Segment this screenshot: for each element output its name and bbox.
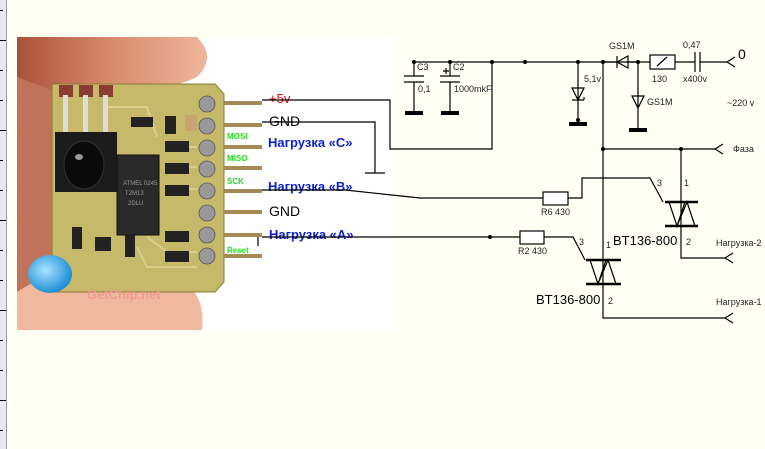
isp-label-mosi: MOSI [227,132,248,141]
ruler-tick [0,70,3,71]
diode-gs1m-shunt [631,62,645,128]
pin-label-power: +5v [269,91,291,106]
wire-5v [262,62,493,150]
ruler-tick [0,280,3,281]
c3-value: 0,1 [418,84,431,94]
zener-value: 5,1v [584,74,602,84]
wire-r6-gate [568,177,664,203]
terminal-zero-label: 0 [738,46,746,62]
capacitor-c3 [404,62,424,112]
ruler-tick [0,130,6,131]
finger-top [17,37,207,97]
ruler-tick [0,400,6,401]
triac-1-part: BT136-800 [536,292,601,307]
watermark: GetChip.net [87,287,161,302]
ruler-tick [0,220,6,221]
blue-led [28,255,72,293]
wire-r2-gate [544,236,586,261]
pin-label-gnd-2: GND [269,203,301,219]
pin-label-load-c: Нагрузка «C» [268,135,353,150]
r2-value: 430 [532,246,548,256]
phase-label: Фаза [733,144,754,154]
thumb-left [17,77,57,307]
c2-value: 1000mkF [454,84,492,94]
r6-ref: R6 [541,207,553,217]
diode-2-ref: GS1M [647,97,673,107]
ruler-tick [0,340,3,341]
terminal-phase [713,143,724,155]
resistor-r2 [519,230,545,245]
resistor-130 [649,54,676,70]
smd-resistors [72,116,189,262]
triac-1-symbol [589,258,617,286]
pcb-photo: ATMEL 0245 T2M13 2DLU [17,37,393,330]
triac-2-pin-1: 1 [684,178,690,188]
mains-voltage-label: ~220 v [727,98,755,108]
cap-047-rating: x400v [683,74,708,84]
ruler-tick [0,10,3,11]
capacitor-047 [675,52,727,72]
header-pins [224,101,262,258]
triac-2-pin-2: 2 [686,237,692,247]
r6-value: 430 [555,207,571,217]
ruler-tick [0,160,3,161]
polarity-plus [443,68,449,74]
wire-gnd [262,121,376,173]
diode-1-ref: GS1M [609,41,635,51]
wire-triac2 [680,149,725,259]
microcontroller-chip [116,154,160,236]
isp-label-sck: SCK [227,177,244,186]
cap-047-value: 0,47 [683,40,701,50]
ruler-tick [0,370,3,371]
resistor-130-value: 130 [652,74,668,84]
ruler-tick [0,430,3,431]
triac-1-pin-3: 3 [579,237,585,247]
load-1-label: Нагрузка-1 [716,297,762,307]
vertical-ruler [0,0,7,449]
isp-label-reset: Reset [227,246,249,255]
terminal-zero [725,56,736,68]
triac-1-pin-1: 1 [606,240,612,250]
capacitor-c2 [440,62,460,112]
wire-load-b [262,189,543,199]
triac-1-pin-2: 2 [608,296,614,306]
zener-diode [571,87,585,102]
c2-ref: C2 [453,62,465,72]
load-2-label: Нагрузка-2 [716,238,762,248]
diode-gs1m-series [603,54,650,70]
ruler-tick [0,40,6,41]
c3-ref: C3 [417,62,429,72]
resistor-130-slash [656,56,668,67]
ruler-tick [0,190,3,191]
ruler-tick [0,310,6,311]
terminal-load2 [723,252,734,264]
isp-label-miso: MISO [227,154,248,163]
ruler-tick [0,250,3,251]
pin-label-gnd-1: GND [269,113,301,129]
ruler-tick [0,100,3,101]
chip-marking-1: ATMEL 0245 [123,181,158,187]
pin-label-load-a: Нагрузка «A» [269,227,354,242]
chip-marking-3: 2DLU [128,201,143,207]
pcb-illustration: ATMEL 0245 T2M13 2DLU [17,37,262,330]
triac-1-bars [586,258,621,286]
triac-2-part: BT136-800 [613,233,678,248]
ground-bars [405,111,647,132]
triac-2-pin-3: 3 [657,178,663,188]
solder-pads [198,95,216,265]
r2-ref: R2 [518,246,530,256]
terminal-load1 [723,312,734,324]
resistor-r6 [542,191,569,206]
chip-marking-2: T2M13 [125,191,144,197]
triac-2-symbol [668,200,696,228]
junction-dots [412,60,683,239]
triac-2-bars [665,200,698,228]
